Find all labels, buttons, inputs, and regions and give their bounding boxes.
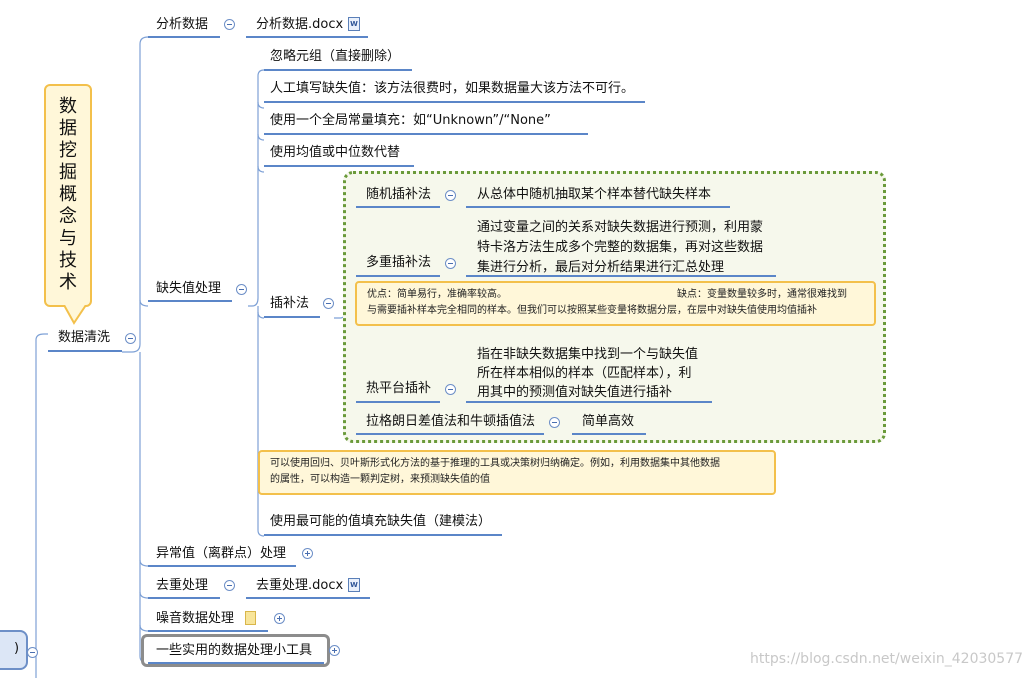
node-underline xyxy=(148,662,324,664)
node-underline xyxy=(356,401,440,403)
node-underline xyxy=(356,275,440,277)
callout-pointer xyxy=(63,305,87,325)
node-underline xyxy=(148,300,232,302)
note-icon[interactable] xyxy=(245,611,256,625)
node-underline xyxy=(356,206,440,208)
node-underline xyxy=(264,316,320,318)
expand-icon[interactable] xyxy=(274,613,285,624)
node-underline xyxy=(264,101,645,103)
node-underline xyxy=(148,630,268,632)
callout-char: 据 xyxy=(59,118,77,139)
desc-line: 通过变量之间的关系对缺失数据进行预测，利用蒙 xyxy=(477,220,764,235)
node-hotdeck-desc[interactable]: 指在非缺失数据集中找到一个与缺失值 所在样本相似的样本（匹配样本），利 用其中的… xyxy=(477,345,698,402)
node-imputation[interactable]: 插补法 xyxy=(270,296,310,311)
node-global-constant[interactable]: 使用一个全局常量填充：如“Unknown”/“None” xyxy=(270,113,551,128)
callout-char: 与 xyxy=(59,228,77,249)
node-ignore-tuple[interactable]: 忽略元组（直接删除） xyxy=(270,49,401,64)
collapse-icon[interactable] xyxy=(125,333,136,344)
hotdeck-note: 优点：简单易行，准确率较高。 缺点：变量数量较多时，通常很难找到 与需要插补样本… xyxy=(355,281,876,326)
expand-icon[interactable] xyxy=(302,548,313,559)
collapse-icon[interactable] xyxy=(445,384,456,395)
node-underline xyxy=(356,433,544,435)
collapse-icon[interactable] xyxy=(445,258,456,269)
node-underline xyxy=(148,597,220,599)
word-doc-icon[interactable]: W xyxy=(348,17,360,31)
collapse-icon[interactable] xyxy=(27,647,38,658)
desc-line: 指在非缺失数据集中找到一个与缺失值 xyxy=(477,347,699,362)
desc-line: 用其中的预测值对缺失值进行插补 xyxy=(477,385,673,400)
root-node[interactable]: ) xyxy=(0,630,28,670)
node-underline xyxy=(148,565,296,567)
note-line: 与需要插补样本完全相同的样本。但我们可以按照某些变量将数据分层，在层中对缺失值使… xyxy=(367,305,817,316)
callout-char: 挖 xyxy=(59,140,77,161)
node-dedup[interactable]: 去重处理 xyxy=(156,578,209,593)
watermark: https://blog.csdn.net/weixin_42030577 xyxy=(750,651,1024,667)
node-underline xyxy=(572,433,646,435)
callout-char: 技 xyxy=(59,250,77,271)
callout-char: 念 xyxy=(59,206,77,227)
callout-char: 掘 xyxy=(59,162,77,183)
note-line: 可以使用回归、贝叶斯形式化方法的基于推理的工具或决策树归纳确定。例如，利用数据集… xyxy=(270,458,720,469)
node-underline xyxy=(264,133,588,135)
collapse-icon[interactable] xyxy=(549,417,560,428)
collapse-icon[interactable] xyxy=(323,298,334,309)
node-underline xyxy=(264,534,502,536)
node-underline xyxy=(466,275,776,277)
node-data-cleaning[interactable]: 数据清洗 xyxy=(58,330,111,345)
node-hotdeck[interactable]: 热平台插补 xyxy=(366,381,432,396)
collapse-icon[interactable] xyxy=(445,190,456,201)
root-node-label: ) xyxy=(14,641,20,656)
collapse-icon[interactable] xyxy=(224,580,235,591)
note-pros: 优点：简单易行，准确率较高。 xyxy=(367,289,507,300)
node-underline xyxy=(264,69,412,71)
node-underline xyxy=(148,36,220,38)
node-outlier[interactable]: 异常值（离群点）处理 xyxy=(156,546,287,561)
callout-char: 数 xyxy=(59,96,77,117)
node-multiple-desc[interactable]: 通过变量之间的关系对缺失数据进行预测，利用蒙 特卡洛方法生成多个完整的数据集，再… xyxy=(477,218,763,278)
collapse-icon[interactable] xyxy=(236,284,247,295)
node-noise[interactable]: 噪音数据处理 xyxy=(156,611,235,626)
node-underline xyxy=(246,36,368,38)
node-analyze-data[interactable]: 分析数据 xyxy=(156,17,209,32)
node-multiple-imputation[interactable]: 多重插补法 xyxy=(366,255,432,270)
node-underline xyxy=(264,165,414,167)
title-callout: 数 据 挖 掘 概 念 与 技 术 xyxy=(44,84,92,307)
selection-frame xyxy=(141,634,330,667)
node-analyze-file[interactable]: 分析数据.docx xyxy=(256,17,344,32)
collapse-icon[interactable] xyxy=(224,19,235,30)
expand-icon[interactable] xyxy=(329,645,340,656)
node-random-imputation[interactable]: 随机插补法 xyxy=(366,187,432,202)
node-tools[interactable]: 一些实用的数据处理小工具 xyxy=(156,643,313,658)
desc-line: 特卡洛方法生成多个完整的数据集，再对这些数据 xyxy=(477,240,764,255)
node-random-desc[interactable]: 从总体中随机抽取某个样本替代缺失样本 xyxy=(477,187,712,202)
node-model-fill[interactable]: 使用最可能的值填充缺失值（建模法） xyxy=(270,514,492,529)
node-mean-median[interactable]: 使用均值或中位数代替 xyxy=(270,145,401,160)
node-manual-fill[interactable]: 人工填写缺失值：该方法很费时，如果数据量大该方法不可行。 xyxy=(270,81,635,96)
node-underline xyxy=(466,401,712,403)
callout-char: 概 xyxy=(59,184,77,205)
node-missing-values[interactable]: 缺失值处理 xyxy=(156,281,222,296)
node-underline xyxy=(246,597,370,599)
desc-line: 集进行分析，最后对分析结果进行汇总处理 xyxy=(477,260,725,275)
node-underline xyxy=(48,350,122,352)
desc-line: 所在样本相似的样本（匹配样本），利 xyxy=(477,366,692,381)
note-line: 的属性，可以构造一颗判定树，来预测缺失值的值 xyxy=(270,474,490,485)
callout-char: 术 xyxy=(59,272,77,293)
note-cons: 缺点：变量数量较多时，通常很难找到 xyxy=(677,289,847,300)
node-lagrange[interactable]: 拉格朗日差值法和牛顿插值法 xyxy=(366,414,536,429)
node-lagrange-desc[interactable]: 简单高效 xyxy=(582,414,635,429)
node-dedup-file[interactable]: 去重处理.docx xyxy=(256,578,344,593)
node-underline xyxy=(466,206,730,208)
word-doc-icon[interactable]: W xyxy=(348,578,360,592)
model-note: 可以使用回归、贝叶斯形式化方法的基于推理的工具或决策树归纳确定。例如，利用数据集… xyxy=(258,450,776,495)
